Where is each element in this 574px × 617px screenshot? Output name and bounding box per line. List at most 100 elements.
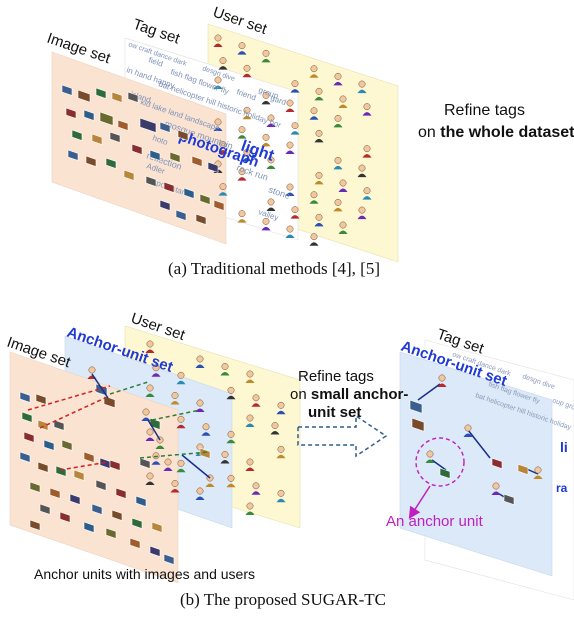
anchor-units-caption: Anchor units with images and users (34, 566, 255, 582)
top-image-thumbnail (77, 89, 91, 103)
bottom-image-thumbnail (91, 503, 103, 515)
top-image-thumbnail (99, 111, 114, 126)
top-user-icon (261, 133, 271, 147)
anchor-links (27, 373, 211, 479)
right-anchor-user-icon (491, 482, 501, 495)
bottom-user-icon (245, 502, 255, 515)
top-user-icon (357, 164, 367, 178)
bottom-user-icon (170, 480, 180, 493)
bottom-user-icon (245, 370, 255, 383)
bottom-refine-line2: on small anchor- (290, 386, 408, 403)
top-image-thumbnail (175, 209, 187, 221)
bottom-user-icon (145, 340, 155, 353)
bottom-image-thumbnail (151, 521, 163, 533)
top-user-icon (266, 156, 276, 169)
top-user-icon (237, 210, 247, 223)
top-user-icon (290, 80, 300, 93)
bottom-image-thumbnail (83, 521, 95, 533)
top-user-icon (242, 64, 252, 78)
bottom-user-icon (270, 422, 280, 435)
anchor-unit-circle (415, 437, 465, 487)
top-user-icon (266, 198, 276, 211)
top-image-thumbnail (105, 157, 117, 169)
top-image-thumbnail (191, 155, 203, 167)
top-user-icon (237, 42, 247, 55)
bottom-image-thumbnail (37, 461, 49, 473)
top-user-icon (242, 148, 252, 162)
bottom-user-icon (226, 430, 236, 444)
bottom-image-thumbnail (55, 465, 67, 477)
top-user-icon (242, 106, 252, 120)
bottom-image-thumbnail (53, 419, 65, 431)
top-user-icon (285, 183, 295, 197)
top-user-icon (338, 95, 348, 108)
top-image-thumbnail (183, 187, 195, 199)
top-refine-on: on (418, 124, 441, 141)
bottom-user-icon (245, 414, 255, 427)
bottom-image-thumbnails (19, 391, 175, 565)
top-image-thumbnail (117, 119, 129, 131)
bottom-anchor-items (87, 366, 215, 487)
bottom-image-thumbnail (95, 479, 107, 491)
bottom-image-thumbnail (49, 487, 61, 499)
right-anchor-thumbnail (411, 417, 425, 432)
bottom-refine-on: on (290, 386, 311, 403)
top-image-thumbnail (139, 117, 157, 133)
bottom-refine-line3: unit set (308, 404, 362, 421)
anchor-thumbnail (199, 447, 211, 459)
top-refine-text-line2: on the whole dataset (418, 124, 574, 142)
anchor-user-icon (163, 458, 173, 471)
bottom-image-thumbnail (61, 439, 73, 451)
top-image-thumbnail (131, 143, 143, 155)
bottom-image-thumbnail (149, 545, 161, 557)
right-anchor-unit-set-panel (399, 351, 553, 577)
top-user-icon (237, 168, 247, 181)
top-image-thumbnail (67, 149, 79, 161)
top-image-thumbnail (145, 175, 157, 187)
top-user-icon (338, 221, 348, 234)
bottom-image-thumbnail (83, 451, 95, 463)
top-user-icon (314, 129, 324, 143)
top-user-icon (285, 141, 295, 155)
right-anchor-user-icon (425, 450, 435, 463)
bottom-image-thumbnail (135, 495, 147, 507)
bottom-user-icon (176, 459, 186, 473)
right-anchor-thumbnail (439, 467, 451, 479)
top-user-icon (309, 191, 319, 204)
bottom-user-icon (151, 364, 161, 377)
top-user-icon (213, 76, 223, 89)
anchor-thumbnail (139, 457, 151, 469)
top-image-thumbnail (95, 87, 107, 99)
right-anchor-user-icon (437, 374, 447, 387)
bottom-user-icon (220, 451, 230, 464)
top-user-icon (309, 107, 319, 120)
bottom-image-thumbnail (39, 503, 51, 515)
top-user-icon (309, 65, 319, 78)
top-image-thumbnail (111, 91, 123, 103)
top-user-icon (218, 57, 228, 70)
top-user-icon (285, 99, 295, 113)
bottom-refine-line1: Refine tags (298, 368, 374, 385)
right-anchor-user-icon (533, 466, 543, 479)
bottom-refine-bold: small anchor- (310, 386, 409, 403)
top-image-thumbnail (177, 129, 189, 141)
bottom-user-icon (226, 386, 236, 400)
bottom-user-icon (276, 489, 286, 503)
top-image-thumbnail (149, 149, 161, 161)
right-tag-glyph: li (560, 439, 568, 455)
refine-arrow (297, 414, 388, 458)
right-anchor-thumbnail (409, 399, 423, 414)
bottom-image-thumbnail (29, 519, 41, 531)
top-image-thumbnail (61, 84, 73, 96)
top-image-thumbnail (109, 131, 121, 143)
bottom-image-thumbnail (19, 391, 31, 403)
top-user-icon (362, 103, 372, 116)
top-user-icon (314, 171, 324, 185)
bottom-image-thumbnail (111, 509, 123, 521)
top-image-thumbnail (83, 109, 95, 121)
top-user-icon (261, 217, 271, 231)
top-user-icon (338, 179, 348, 192)
anchor-unit-label: An anchor unit (386, 513, 483, 530)
bottom-user-icon (276, 445, 286, 459)
